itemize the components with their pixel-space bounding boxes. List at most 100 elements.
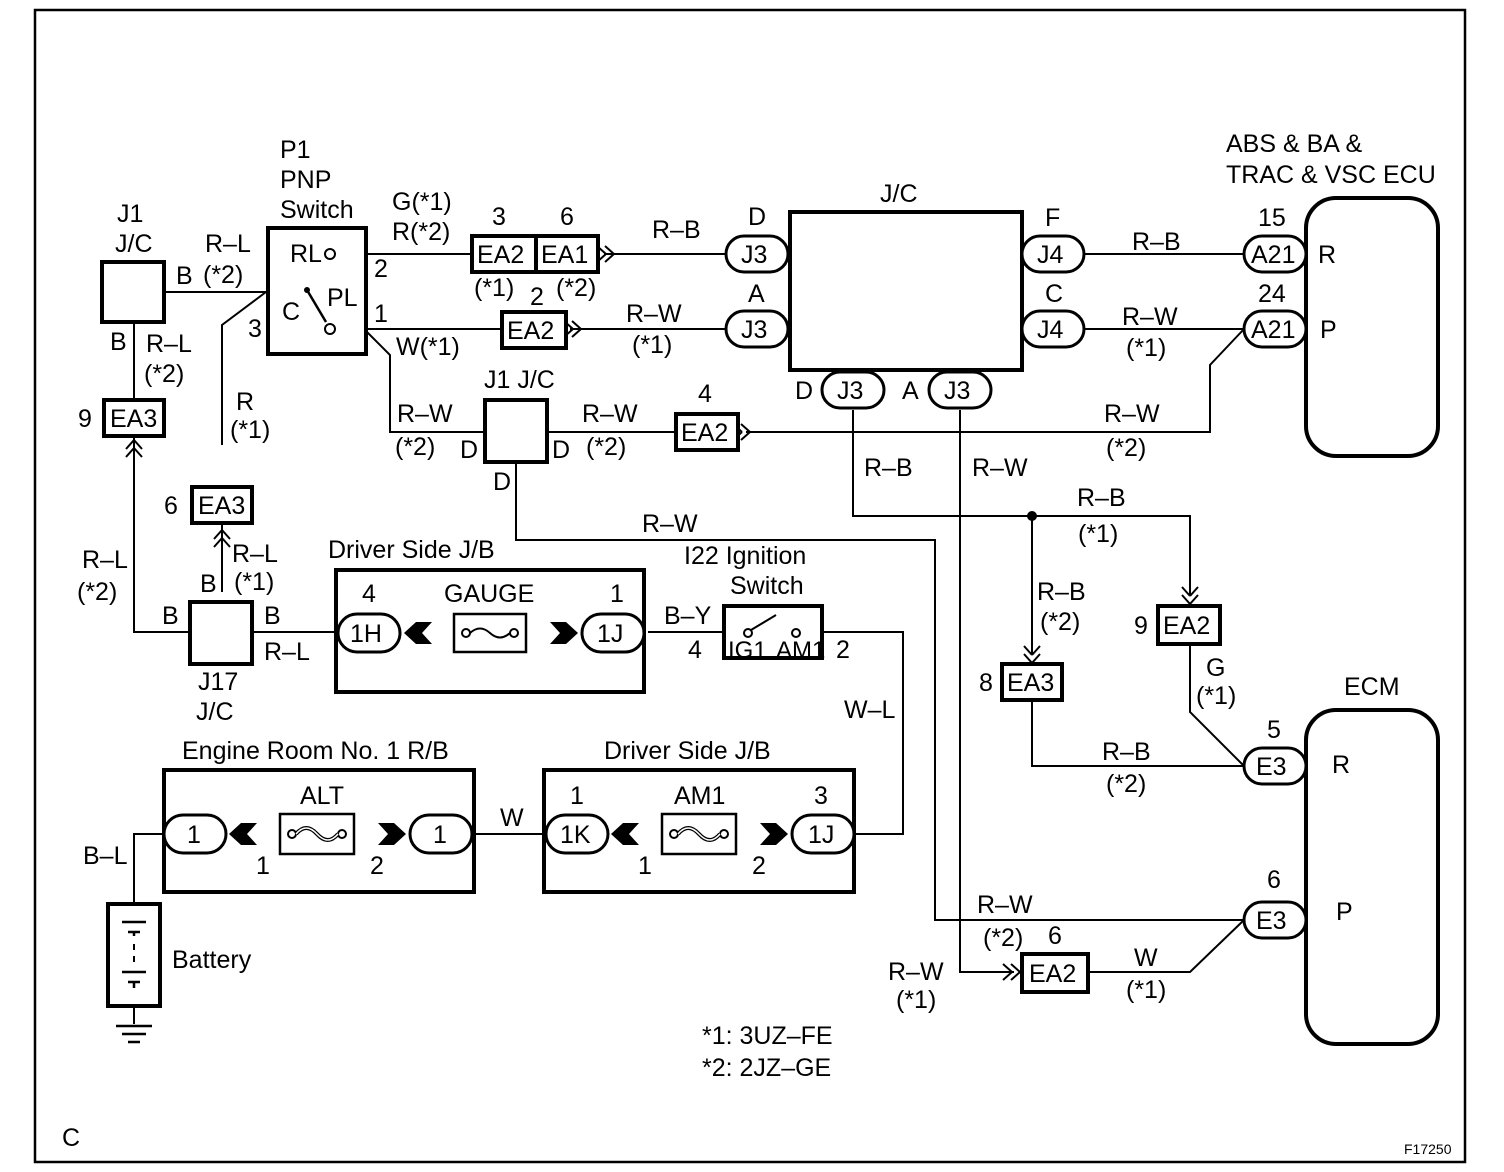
svg-text:Driver Side J/B: Driver Side J/B (604, 737, 771, 765)
svg-text:3: 3 (814, 782, 828, 810)
svg-text:15: 15 (1258, 204, 1286, 232)
svg-text:(*1): (*1) (1078, 520, 1118, 548)
ea2-second: EA2 2 (500, 283, 568, 350)
j1-mid-jc: J1 J/C D D D (460, 366, 570, 496)
svg-text:1: 1 (187, 821, 201, 849)
svg-text:9: 9 (1134, 612, 1148, 640)
svg-text:P1: P1 (280, 136, 311, 164)
svg-text:1: 1 (610, 580, 624, 608)
svg-text:J/C: J/C (880, 180, 918, 208)
svg-text:J3: J3 (944, 377, 970, 405)
svg-text:B–Y: B–Y (664, 602, 712, 630)
central-jc: J/C J3 D J3 A J4 F J4 C J3 D J3 A (724, 180, 1086, 410)
svg-text:4: 4 (362, 580, 376, 608)
svg-text:J17: J17 (198, 668, 238, 696)
svg-text:1K: 1K (560, 821, 591, 849)
svg-text:A21: A21 (1251, 241, 1295, 269)
j1-type-label: J/C (115, 230, 153, 258)
svg-text:R–B: R–B (864, 454, 913, 482)
svg-text:4: 4 (688, 636, 702, 664)
svg-text:(*1): (*1) (896, 986, 936, 1014)
svg-text:A: A (902, 377, 919, 405)
svg-text:C: C (282, 298, 300, 326)
svg-text:R–W: R–W (977, 891, 1033, 919)
svg-text:1: 1 (570, 782, 584, 810)
driver-jb-top: Driver Side J/B 1H 4 GAUGE 1J 1 (328, 536, 646, 694)
svg-text:Driver Side J/B: Driver Side J/B (328, 536, 495, 564)
svg-text:(*2): (*2) (586, 433, 626, 461)
svg-text:EA2: EA2 (477, 241, 524, 269)
svg-text:6: 6 (164, 492, 178, 520)
svg-text:J3: J3 (741, 316, 767, 344)
battery: Battery (106, 902, 252, 1044)
svg-text:Engine Room No. 1 R/B: Engine Room No. 1 R/B (182, 737, 449, 765)
svg-text:P: P (1336, 898, 1353, 926)
svg-text:W: W (1134, 944, 1158, 972)
svg-text:P: P (1320, 316, 1337, 344)
svg-text:EA1: EA1 (541, 241, 588, 269)
svg-text:(*1): (*1) (1126, 334, 1166, 362)
pnp-switch: P1 PNP Switch RL C PL 2 1 3 (248, 136, 388, 356)
svg-text:R–W: R–W (582, 400, 638, 428)
svg-text:2: 2 (752, 852, 766, 880)
svg-text:2: 2 (370, 852, 384, 880)
svg-text:R–L: R–L (232, 540, 278, 568)
svg-text:E3: E3 (1256, 753, 1287, 781)
svg-text:B: B (264, 602, 281, 630)
svg-text:IG1: IG1 (728, 637, 767, 664)
svg-text:D: D (493, 468, 511, 496)
junction-dot (1027, 511, 1037, 521)
svg-text:R–B: R–B (1132, 228, 1181, 256)
svg-text:AM1: AM1 (776, 637, 825, 664)
svg-text:F: F (1045, 204, 1060, 232)
svg-text:D: D (748, 203, 766, 231)
svg-text:E3: E3 (1256, 907, 1287, 935)
svg-text:TRAC & VSC ECU: TRAC & VSC ECU (1226, 161, 1436, 189)
svg-text:R–W: R–W (1122, 303, 1178, 331)
note-star1: *1: 3UZ–FE (702, 1022, 833, 1050)
svg-text:(*2): (*2) (203, 261, 243, 289)
svg-text:R–L: R–L (205, 230, 251, 258)
svg-text:1: 1 (638, 852, 652, 880)
svg-text:EA3: EA3 (1007, 669, 1054, 697)
svg-text:Switch: Switch (730, 572, 804, 600)
svg-text:1J: 1J (808, 821, 834, 849)
svg-text:D: D (552, 436, 570, 464)
svg-text:W–L: W–L (844, 696, 896, 724)
svg-text:R: R (1332, 751, 1350, 779)
svg-text:A: A (748, 280, 765, 308)
diagram-frame (33, 8, 1467, 1164)
ea3-right: EA3 8 (979, 662, 1064, 702)
svg-text:(*2): (*2) (556, 274, 596, 302)
svg-text:G(*1): G(*1) (392, 188, 452, 216)
svg-text:PNP: PNP (280, 166, 331, 194)
svg-text:1: 1 (374, 300, 388, 328)
svg-text:AM1: AM1 (674, 782, 725, 810)
svg-text:EA3: EA3 (198, 492, 245, 520)
svg-text:R–W: R–W (397, 400, 453, 428)
svg-text:9: 9 (78, 405, 92, 433)
svg-text:J4: J4 (1037, 241, 1064, 269)
abs-ecu: ABS & BA & TRAC & VSC ECU R P A21 15 A21… (1226, 130, 1440, 458)
svg-text:I22 Ignition: I22 Ignition (684, 542, 806, 570)
svg-text:1J: 1J (597, 620, 623, 648)
svg-text:B–L: B–L (83, 842, 128, 870)
svg-text:(*2): (*2) (1040, 608, 1080, 636)
notes: *1: 3UZ–FE *2: 2JZ–GE C F17250 (62, 1022, 1452, 1157)
svg-text:2: 2 (530, 283, 544, 311)
svg-text:(*2): (*2) (395, 433, 435, 461)
svg-text:1: 1 (256, 852, 270, 880)
svg-text:EA2: EA2 (1163, 612, 1210, 640)
svg-text:R–B: R–B (652, 216, 701, 244)
svg-text:6: 6 (1267, 866, 1281, 894)
svg-text:R–B: R–B (1077, 484, 1126, 512)
ea3-mid: EA3 6 (164, 485, 254, 525)
wire-labels: R–L (*2) R–L (*2) R (*1) R–L (*2) R–L (*… (77, 188, 1236, 1014)
svg-text:J4: J4 (1037, 316, 1064, 344)
svg-text:GAUGE: GAUGE (444, 580, 534, 608)
svg-text:R–W: R–W (642, 510, 698, 538)
svg-text:W(*1): W(*1) (396, 333, 460, 361)
svg-text:6: 6 (1048, 922, 1062, 950)
svg-text:ECM: ECM (1344, 673, 1400, 701)
